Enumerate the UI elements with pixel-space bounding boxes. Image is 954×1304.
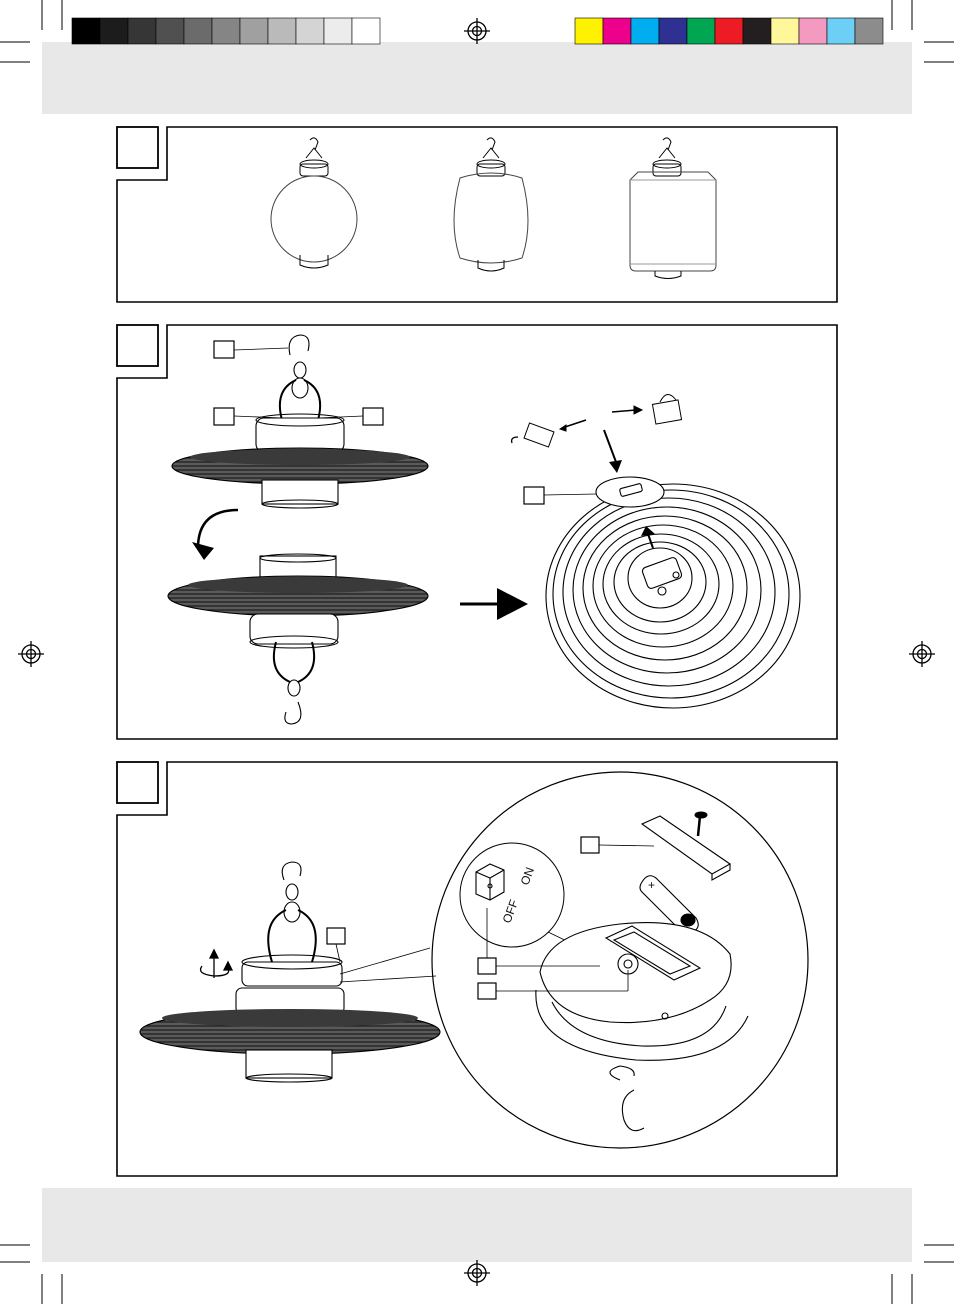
lamp-hanging xyxy=(140,862,440,1082)
lamp-flipped xyxy=(168,554,428,724)
color-swatch xyxy=(687,18,715,44)
registration-mark-top xyxy=(464,18,490,44)
gray-swatch xyxy=(100,18,128,44)
gray-swatch xyxy=(240,18,268,44)
next-step-arrow xyxy=(460,588,528,620)
panel-2 xyxy=(117,325,837,739)
gray-swatch xyxy=(268,18,296,44)
color-swatch xyxy=(715,18,743,44)
gray-calibration-bar xyxy=(72,18,380,44)
panel-2-badge xyxy=(117,325,158,366)
color-swatch xyxy=(603,18,631,44)
color-swatch xyxy=(827,18,855,44)
registration-mark-left xyxy=(18,641,44,667)
callout-hook xyxy=(214,341,234,358)
battery-plus-label: + xyxy=(648,878,655,892)
color-swatch xyxy=(659,18,687,44)
screw-icon xyxy=(695,812,707,836)
battery-cover xyxy=(642,816,730,880)
gray-swatch xyxy=(352,18,380,44)
callout-left-clip xyxy=(214,408,234,425)
round-lantern xyxy=(271,138,357,268)
lock-legend xyxy=(512,394,682,473)
color-swatch xyxy=(743,18,771,44)
panel-2-frame xyxy=(117,325,837,739)
panel-3-badge xyxy=(117,762,158,803)
flip-arrow xyxy=(192,510,238,560)
gray-swatch xyxy=(184,18,212,44)
panel-1-badge xyxy=(117,127,158,168)
bottom-band xyxy=(42,1188,912,1262)
callout-battery-cover xyxy=(581,837,599,853)
callout-right-clip xyxy=(363,408,383,425)
callout-switch-on xyxy=(478,958,496,974)
panel-3: ON OFF + xyxy=(117,762,837,1176)
panel-1-frame xyxy=(117,127,837,302)
switch-detail-circle xyxy=(460,843,564,947)
registration-mark-right xyxy=(909,641,935,667)
gray-swatch xyxy=(212,18,240,44)
color-calibration-bar xyxy=(575,18,883,44)
gray-swatch xyxy=(72,18,100,44)
gray-swatch xyxy=(128,18,156,44)
oval-lantern xyxy=(454,138,528,271)
color-swatch xyxy=(799,18,827,44)
color-swatch xyxy=(771,18,799,44)
lamp-upright xyxy=(172,335,428,508)
callout-switch-housing xyxy=(327,928,345,944)
top-band xyxy=(42,42,912,114)
color-swatch xyxy=(575,18,603,44)
panel-1 xyxy=(117,127,837,302)
callout-top-plate xyxy=(524,487,544,504)
gray-swatch xyxy=(324,18,352,44)
lamp-base-detail xyxy=(536,923,748,1131)
shade-top-view xyxy=(546,477,800,708)
color-swatch xyxy=(631,18,659,44)
registration-mark-bottom xyxy=(464,1260,490,1286)
color-swatch xyxy=(855,18,883,44)
square-lantern xyxy=(630,138,716,279)
gray-swatch xyxy=(156,18,184,44)
rotate-icon xyxy=(201,950,233,978)
callout-switch-off xyxy=(478,983,496,999)
gray-swatch xyxy=(296,18,324,44)
